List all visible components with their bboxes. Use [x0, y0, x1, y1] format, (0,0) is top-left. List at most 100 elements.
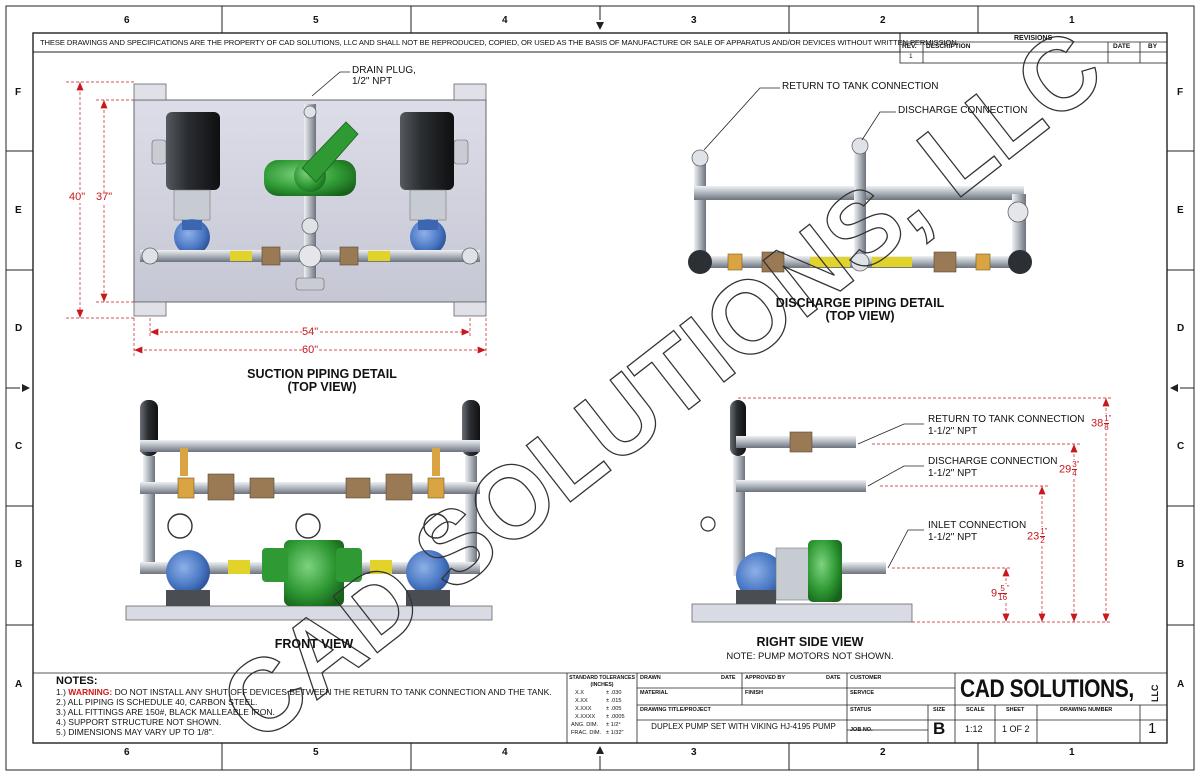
zone-col-2: 2 — [880, 15, 886, 26]
zone-col-6: 6 — [124, 15, 130, 26]
tol-value-5: ± 1/32" — [606, 730, 624, 736]
tb-sheet-label: SHEET — [1006, 707, 1025, 713]
tb-drawing-number-label: DRAWING NUMBER — [1060, 707, 1113, 713]
tol-value-3: ± .0005 — [606, 714, 625, 720]
zone-row-e-right: E — [1177, 205, 1184, 216]
tb-size-value: B — [933, 719, 946, 738]
tb-size-label: SIZE — [933, 707, 946, 713]
zone-row-a: A — [15, 679, 23, 690]
zone-row-d-right: D — [1177, 323, 1185, 334]
note-2: 2.) ALL PIPING IS SCHEDULE 40, CARBON ST… — [56, 697, 258, 707]
revisions-header-rev: REV. — [902, 43, 917, 50]
rs-return-callout-line1: RETURN TO TANK CONNECTION — [928, 414, 1085, 425]
tb-customer-label: CUSTOMER — [850, 675, 882, 681]
revisions-header-date: DATE — [1113, 43, 1131, 50]
zone-col-3: 3 — [691, 15, 697, 26]
tol-label-3: X.XXXX — [575, 714, 596, 720]
company-logo: CAD SOLUTIONS, — [960, 675, 1134, 703]
tol-value-0: ± .030 — [606, 690, 622, 696]
suction-view-graphic — [133, 71, 487, 317]
zone-row-b: B — [15, 559, 23, 570]
zone-row-d: D — [15, 323, 23, 334]
front-view-graphic — [125, 400, 493, 621]
revisions-title: REVISIONS — [1014, 35, 1053, 42]
tb-status-label: STATUS — [850, 707, 872, 713]
zone-row-f-right: F — [1177, 87, 1184, 98]
discharge-view-title-line1: DISCHARGE PIPING DETAIL — [775, 296, 945, 310]
front-view-title: FRONT VIEW — [274, 637, 354, 651]
dim-37-inch: 37" — [96, 191, 113, 203]
tol-label-4: ANG. DIM. — [571, 722, 599, 728]
tol-label-5: FRAC. DIM. — [571, 730, 602, 736]
tb-sheet-value: 1 OF 2 — [1002, 724, 1030, 734]
notes-heading: NOTES: — [56, 675, 98, 687]
tol-value-2: ± .005 — [606, 706, 622, 712]
zone-col-5-bottom: 5 — [313, 747, 319, 758]
discharge-view-title-line2: (TOP VIEW) — [825, 309, 895, 323]
proprietary-notice: THESE DRAWINGS AND SPECIFICATIONS ARE TH… — [40, 38, 959, 47]
discharge-view-graphic — [688, 87, 1032, 274]
dim-60-inch: 60" — [302, 344, 319, 356]
right-side-view-title: RIGHT SIDE VIEW — [756, 635, 864, 649]
dim-40-inch: 40" — [69, 191, 86, 203]
zone-col-2-bottom: 2 — [880, 747, 886, 758]
tb-material-label: MATERIAL — [640, 690, 669, 696]
tb-drawing-title: DUPLEX PUMP SET WITH VIKING HJ-4195 PUMP — [651, 722, 836, 731]
tb-drawn-date-label: DATE — [721, 675, 736, 681]
rs-return-callout-line2: 1-1/2" NPT — [928, 426, 978, 437]
company-logo-suffix: LLC — [1150, 684, 1160, 703]
note-5: 5.) DIMENSIONS MAY VARY UP TO 1/8". — [56, 727, 215, 737]
zone-col-5: 5 — [313, 15, 319, 26]
tol-label-0: X.X — [575, 690, 585, 696]
note-1: 1.) WARNING: DO NOT INSTALL ANY SHUT OFF… — [56, 687, 552, 697]
zone-row-a-right: A — [1177, 679, 1185, 690]
right-side-view-graphic — [691, 400, 913, 623]
zone-row-c-right: C — [1177, 441, 1185, 452]
note-4: 4.) SUPPORT STRUCTURE NOT SHOWN. — [56, 717, 222, 727]
tb-approved-date-label: DATE — [826, 675, 841, 681]
zone-col-4: 4 — [502, 15, 508, 26]
tb-finish-label: FINISH — [745, 690, 764, 696]
zone-col-1: 1 — [1069, 15, 1075, 26]
drain-plug-callout-line1: DRAIN PLUG, — [352, 65, 416, 76]
tb-approved-label: APPROVED BY — [745, 675, 786, 681]
zone-col-1-bottom: 1 — [1069, 747, 1075, 758]
drain-plug-callout-line2: 1/2" NPT — [352, 76, 393, 87]
suction-view-title-line2: (TOP VIEW) — [287, 380, 357, 394]
right-side-dimensions — [738, 397, 1112, 623]
zone-row-e: E — [15, 205, 22, 216]
tb-scale-value: 1:12 — [965, 724, 983, 734]
zone-col-4-bottom: 4 — [502, 747, 508, 758]
suction-view-title-line1: SUCTION PIPING DETAIL — [247, 367, 397, 381]
discharge-connection-callout: DISCHARGE CONNECTION — [898, 105, 1028, 116]
rs-inlet-callout-line1: INLET CONNECTION — [928, 520, 1027, 531]
tol-value-4: ± 1/2° — [606, 722, 621, 728]
tb-scale-label: SCALE — [966, 707, 985, 713]
rs-discharge-callout-line1: DISCHARGE CONNECTION — [928, 456, 1058, 467]
tol-label-2: X.XXX — [575, 706, 592, 712]
tol-value-1: ± .015 — [606, 698, 622, 704]
tb-drawing-title-label: DRAWING TITLE/PROJECT — [640, 707, 711, 713]
note-3: 3.) ALL FITTINGS ARE 150#, BLACK MALLEAB… — [56, 707, 275, 717]
tol-label-1: X.XX — [575, 698, 588, 704]
tb-drawn-label: DRAWN — [640, 675, 661, 681]
zone-row-c: C — [15, 441, 23, 452]
dim-54-inch: 54" — [302, 326, 319, 338]
tolerances-heading-line1: STANDARD TOLERANCES — [569, 675, 635, 681]
tb-service-label: SERVICE — [850, 690, 875, 696]
zone-col-3-bottom: 3 — [691, 747, 697, 758]
warning-label: WARNING: — [68, 687, 113, 697]
rs-discharge-callout-line2: 1-1/2" NPT — [928, 468, 978, 479]
revisions-header-by: BY — [1148, 43, 1158, 50]
zone-col-6-bottom: 6 — [124, 747, 130, 758]
rs-inlet-callout-line2: 1-1/2" NPT — [928, 532, 978, 543]
right-side-view-note: NOTE: PUMP MOTORS NOT SHOWN. — [726, 651, 894, 662]
tb-job-no-label: JOB NO. — [850, 727, 873, 733]
return-to-tank-callout: RETURN TO TANK CONNECTION — [782, 81, 939, 92]
revisions-row-rev: 1 — [909, 53, 913, 60]
